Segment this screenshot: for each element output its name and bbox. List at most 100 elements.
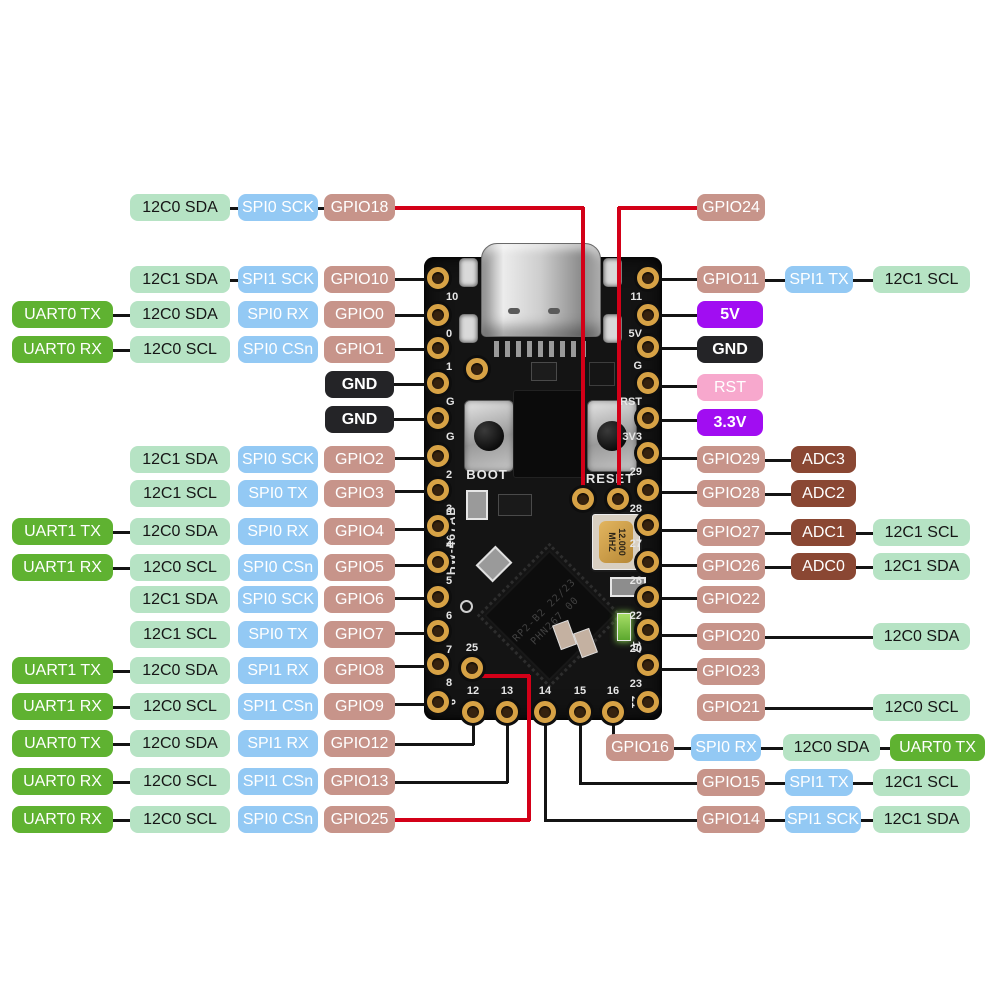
usb-shield-tab: [459, 314, 478, 343]
pin-hole: [637, 372, 659, 394]
pin-badge-gpio24: GPIO24: [697, 194, 765, 221]
pin-badge-spi1-csn: SPI1 CSn: [238, 768, 318, 795]
smd-component: [589, 362, 615, 386]
pin-badge-adc1: ADC1: [791, 519, 856, 546]
pin-badge-gpio0: GPIO0: [324, 301, 395, 328]
wire: [763, 278, 787, 282]
pin-hole: [637, 586, 659, 608]
pin-badge-spi0-rx: SPI0 RX: [691, 734, 761, 761]
usb-shield-tab: [459, 258, 478, 287]
wire: [316, 206, 326, 210]
pin-hole: [637, 304, 659, 326]
pin-badge-spi0-tx: SPI0 TX: [238, 480, 318, 507]
pin-badge-uart1-tx: UART1 TX: [12, 657, 113, 684]
wire: [394, 313, 439, 317]
pin-hole: [637, 691, 659, 713]
pin-badge-12c1-sda: 12C1 SDA: [873, 553, 970, 580]
pin-number-27: 27: [629, 538, 642, 550]
wire: [111, 669, 132, 673]
wire: [765, 706, 874, 710]
pin-hole: [427, 653, 449, 675]
pin-badge-gpio18: GPIO18: [324, 194, 395, 221]
wire: [647, 563, 699, 567]
pin-badge-gpio22: GPIO22: [697, 586, 765, 613]
pin-number-26: 26: [629, 575, 642, 587]
wire: [505, 713, 509, 783]
pin-badge-3-3v: 3.3V: [697, 409, 763, 436]
wire: [647, 528, 699, 532]
pin-badge-gpio28: GPIO28: [697, 480, 765, 507]
pin-badge-uart0-rx: UART0 RX: [12, 806, 113, 833]
pin-badge-spi1-tx: SPI1 TX: [785, 769, 853, 796]
pin-number-28: 28: [629, 503, 642, 515]
pin-badge-12c0-sda: 12C0 SDA: [783, 734, 880, 761]
wire: [647, 384, 699, 388]
pin-badge-spi1-sck: SPI1 SCK: [238, 266, 318, 293]
pin-number-20: 20: [629, 643, 642, 655]
pin-badge-adc2: ADC2: [791, 480, 856, 507]
wire: [394, 742, 474, 746]
wire: [471, 713, 475, 745]
pin-badge-spi0-csn: SPI0 CSn: [238, 336, 318, 363]
pin-hole: [637, 407, 659, 429]
pin-hole: [496, 701, 518, 723]
pin-badge-spi1-rx: SPI1 RX: [238, 730, 318, 757]
pin-hole: [427, 337, 449, 359]
wire: [851, 781, 875, 785]
wire: [394, 631, 439, 635]
wire: [647, 418, 699, 422]
pin-badge-spi1-sck: SPI1 SCK: [785, 806, 861, 833]
pin-badge-gpio9: GPIO9: [324, 693, 395, 720]
wire: [543, 711, 547, 821]
pin-badge-gnd: GND: [325, 371, 394, 398]
pin-badge-12c1-scl: 12C1 SCL: [873, 266, 970, 293]
wire: [765, 635, 874, 639]
pin-number-6: 6: [446, 610, 453, 622]
pin-badge-adc0: ADC0: [791, 553, 856, 580]
pin-hole: [637, 336, 659, 358]
pin-badge-gpio15: GPIO15: [697, 769, 765, 796]
pin-number-16: 16: [606, 685, 620, 697]
pin-badge-12c0-sda: 12C0 SDA: [130, 301, 230, 328]
wire: [111, 530, 132, 534]
pin-number-10: 10: [446, 291, 459, 303]
pin-hole: [427, 445, 449, 467]
reset-button: [587, 400, 637, 472]
pin-badge-spi0-tx: SPI0 TX: [238, 621, 318, 648]
pin-badge-rst: RST: [697, 374, 763, 401]
pin-number-4: 4: [446, 539, 453, 551]
pin-badge-gpio20: GPIO20: [697, 623, 765, 650]
pin-badge-5v: 5V: [697, 301, 763, 328]
wire: [763, 531, 793, 535]
wire-red: [527, 675, 531, 821]
wire: [111, 780, 132, 784]
wire: [853, 278, 875, 282]
wire: [228, 278, 240, 282]
pin-hole: [427, 586, 449, 608]
pin-hole: [427, 551, 449, 573]
wire: [859, 818, 875, 822]
pin-hole: [427, 620, 449, 642]
pin-number-13: 13: [500, 685, 514, 697]
wire: [111, 313, 132, 317]
wire: [394, 347, 439, 351]
flash-chip: [513, 390, 583, 478]
pin-hole: [637, 479, 659, 501]
wire: [394, 596, 439, 600]
pin-badge-gpio13: GPIO13: [324, 768, 395, 795]
pin-badge-gpio8: GPIO8: [324, 657, 395, 684]
pin-number-7: 7: [446, 644, 453, 656]
wire: [393, 417, 439, 421]
pin-badge-spi0-sck: SPI0 SCK: [238, 194, 318, 221]
pin-hole: [462, 701, 484, 723]
wire: [647, 456, 699, 460]
pin-number-17: 17: [630, 640, 642, 654]
pin-badge-gpio26: GPIO26: [697, 553, 765, 580]
pin-badge-uart0-tx: UART0 TX: [12, 730, 113, 757]
pin-badge-uart0-tx: UART0 TX: [890, 734, 985, 761]
pin-hole: [466, 358, 488, 380]
pin-badge-12c1-scl: 12C1 SCL: [873, 519, 970, 546]
wire: [578, 711, 582, 784]
pin-hole: [607, 488, 629, 510]
wire: [228, 206, 240, 210]
